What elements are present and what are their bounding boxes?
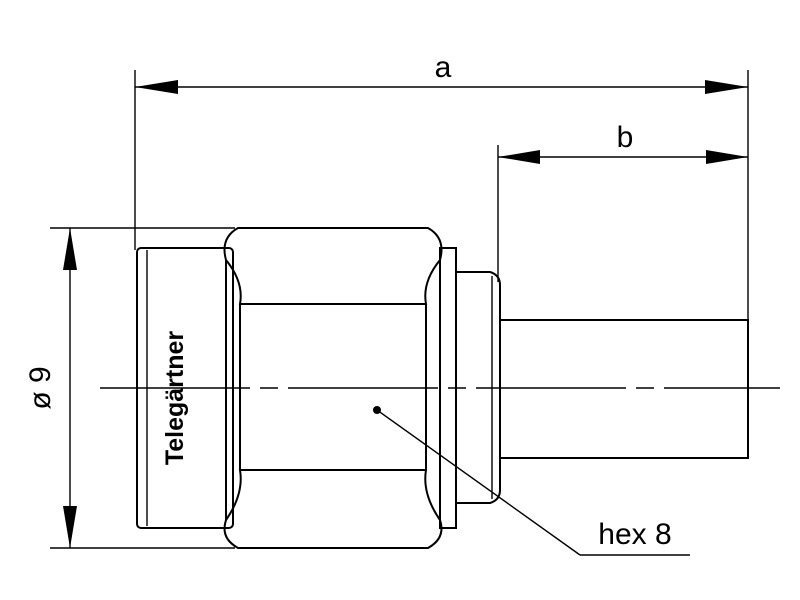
dimension-diameter: ø 9 <box>24 227 235 549</box>
hex-face-upper <box>225 259 441 305</box>
brand-logo-text: Telegärtner <box>161 331 189 466</box>
dimension-a-label: a <box>435 51 452 84</box>
hex-nut <box>223 227 443 549</box>
arrow-head-top <box>63 228 77 270</box>
dimension-a: a <box>134 51 749 380</box>
dimension-b-label: b <box>617 121 634 154</box>
knurled-nut: Telegärtner <box>136 247 234 529</box>
arrow-head-b-right <box>706 150 748 164</box>
hex-leader: hex 8 <box>373 406 690 556</box>
hex-face-lower <box>225 469 441 521</box>
hex-label: hex 8 <box>598 518 671 551</box>
arrow-head-bottom <box>63 506 77 548</box>
dimension-b: b <box>497 121 748 282</box>
arrow-head-left <box>135 80 178 94</box>
hex-nut-outline <box>223 227 443 549</box>
arrow-head-right <box>705 80 748 94</box>
leader-line <box>376 409 581 556</box>
cable-sleeve <box>499 319 749 459</box>
diameter-label: ø 9 <box>24 366 57 409</box>
arrow-head-b-left <box>498 150 540 164</box>
